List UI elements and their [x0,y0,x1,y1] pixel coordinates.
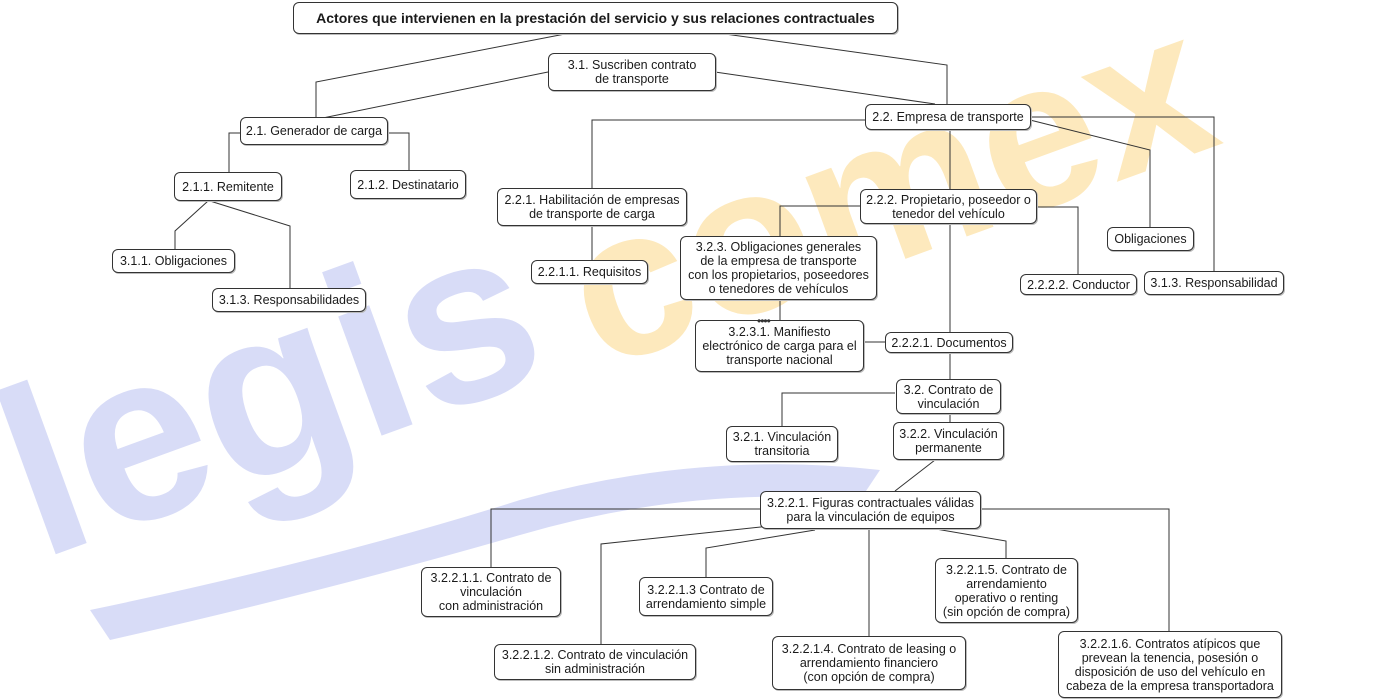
node-destinatario[interactable]: 2.1.2. Destinatario [350,170,466,199]
connector-dots: •••• [757,314,771,328]
edge-empresa-habilitacion [591,119,865,188]
node-obligaciones-remitente[interactable]: 3.1.1. Obligaciones [112,249,235,273]
edge-remitente-obligaciones [174,200,209,249]
node-habilitacion-empresas[interactable]: 2.2.1. Habilitación de empresas de trans… [497,188,687,226]
node-obligaciones-generales[interactable]: 3.2.3. Obligaciones generales de la empr… [680,236,877,300]
edge-remitente-responsabilidades [209,200,291,288]
diagram-title: Actores que intervienen en la prestación… [293,2,898,34]
node-figuras-contractuales[interactable]: 3.2.2.1. Figuras contractuales válidas p… [760,491,981,529]
edge-contrato-generador [312,71,549,121]
node-obligaciones[interactable]: Obligaciones [1107,227,1194,251]
node-contrato-vinculacion[interactable]: 3.2. Contrato de vinculación [896,379,1001,414]
node-requisitos[interactable]: 2.2.1.1. Requisitos [531,260,648,284]
node-leasing-financiero[interactable]: 3.2.2.1.4. Contrato de leasing o arrenda… [772,636,966,690]
node-contrato-vinculacion-administracion[interactable]: 3.2.2.1.1. Contrato de vinculación con a… [421,567,561,617]
node-responsabilidades-remitente[interactable]: 3.1.3. Responsabilidades [212,288,366,312]
node-suscriben-contrato[interactable]: 3.1. Suscriben contrato de transporte [548,53,716,91]
node-generador-carga[interactable]: 2.1. Generador de carga [240,117,388,145]
edge-propietario-conductor [1035,206,1079,274]
node-responsabilidad-empresa[interactable]: 3.1.3. Responsabilidad [1144,271,1284,295]
node-empresa-transporte[interactable]: 2.2. Empresa de transporte [865,104,1031,130]
node-contratos-atipicos[interactable]: 3.2.2.1.6. Contratos atípicos que prevea… [1058,631,1282,698]
edge-title-empresa [724,33,948,104]
edge-propietario-documentos [949,224,1010,343]
edge-figuras-32213 [705,529,816,577]
node-contrato-vinculacion-sin-administracion[interactable]: 3.2.2.1.2. Contrato de vinculación sin a… [494,644,696,680]
node-documentos[interactable]: 2.2.2.1. Documentos [885,332,1013,353]
watermark-swoosh [90,464,880,640]
edge-contrato-empresa [714,71,936,105]
node-manifiesto-electronico[interactable]: 3.2.3.1. Manifiesto electrónico de carga… [695,320,864,372]
node-conductor[interactable]: 2.2.2.2. Conductor [1020,274,1137,295]
edge-figuras-32215 [929,527,1007,558]
edge-figuras-32216 [980,508,1170,631]
node-arrendamiento-operativo[interactable]: 3.2.2.1.5. Contrato de arrendamiento ope… [935,558,1078,623]
node-arrendamiento-simple[interactable]: 3.2.2.1.3 Contrato de arrendamiento simp… [639,577,773,616]
node-remitente[interactable]: 2.1.1. Remitente [174,172,282,201]
edge-permanente-figuras [894,459,936,492]
node-propietario-vehiculo[interactable]: 2.2.2. Propietario, poseedor o tenedor d… [860,189,1037,224]
edge-vinculacion-transitoria [781,392,895,426]
edge-generador-remitente [228,132,243,172]
edge-generador-destinatario [387,132,410,170]
node-vinculacion-permanente[interactable]: 3.2.2. Vinculación permanente [893,422,1004,460]
edge-title-generador [315,33,566,120]
edge-figuras-32212 [600,524,781,644]
edge-propietario-obligaciones-generales [779,205,860,237]
edge-figuras-32211 [490,508,760,568]
edge-empresa-obligaciones [1029,119,1151,227]
edge-empresa-responsabilidad [1030,116,1215,272]
node-vinculacion-transitoria[interactable]: 3.2.1. Vinculación transitoria [726,426,838,462]
